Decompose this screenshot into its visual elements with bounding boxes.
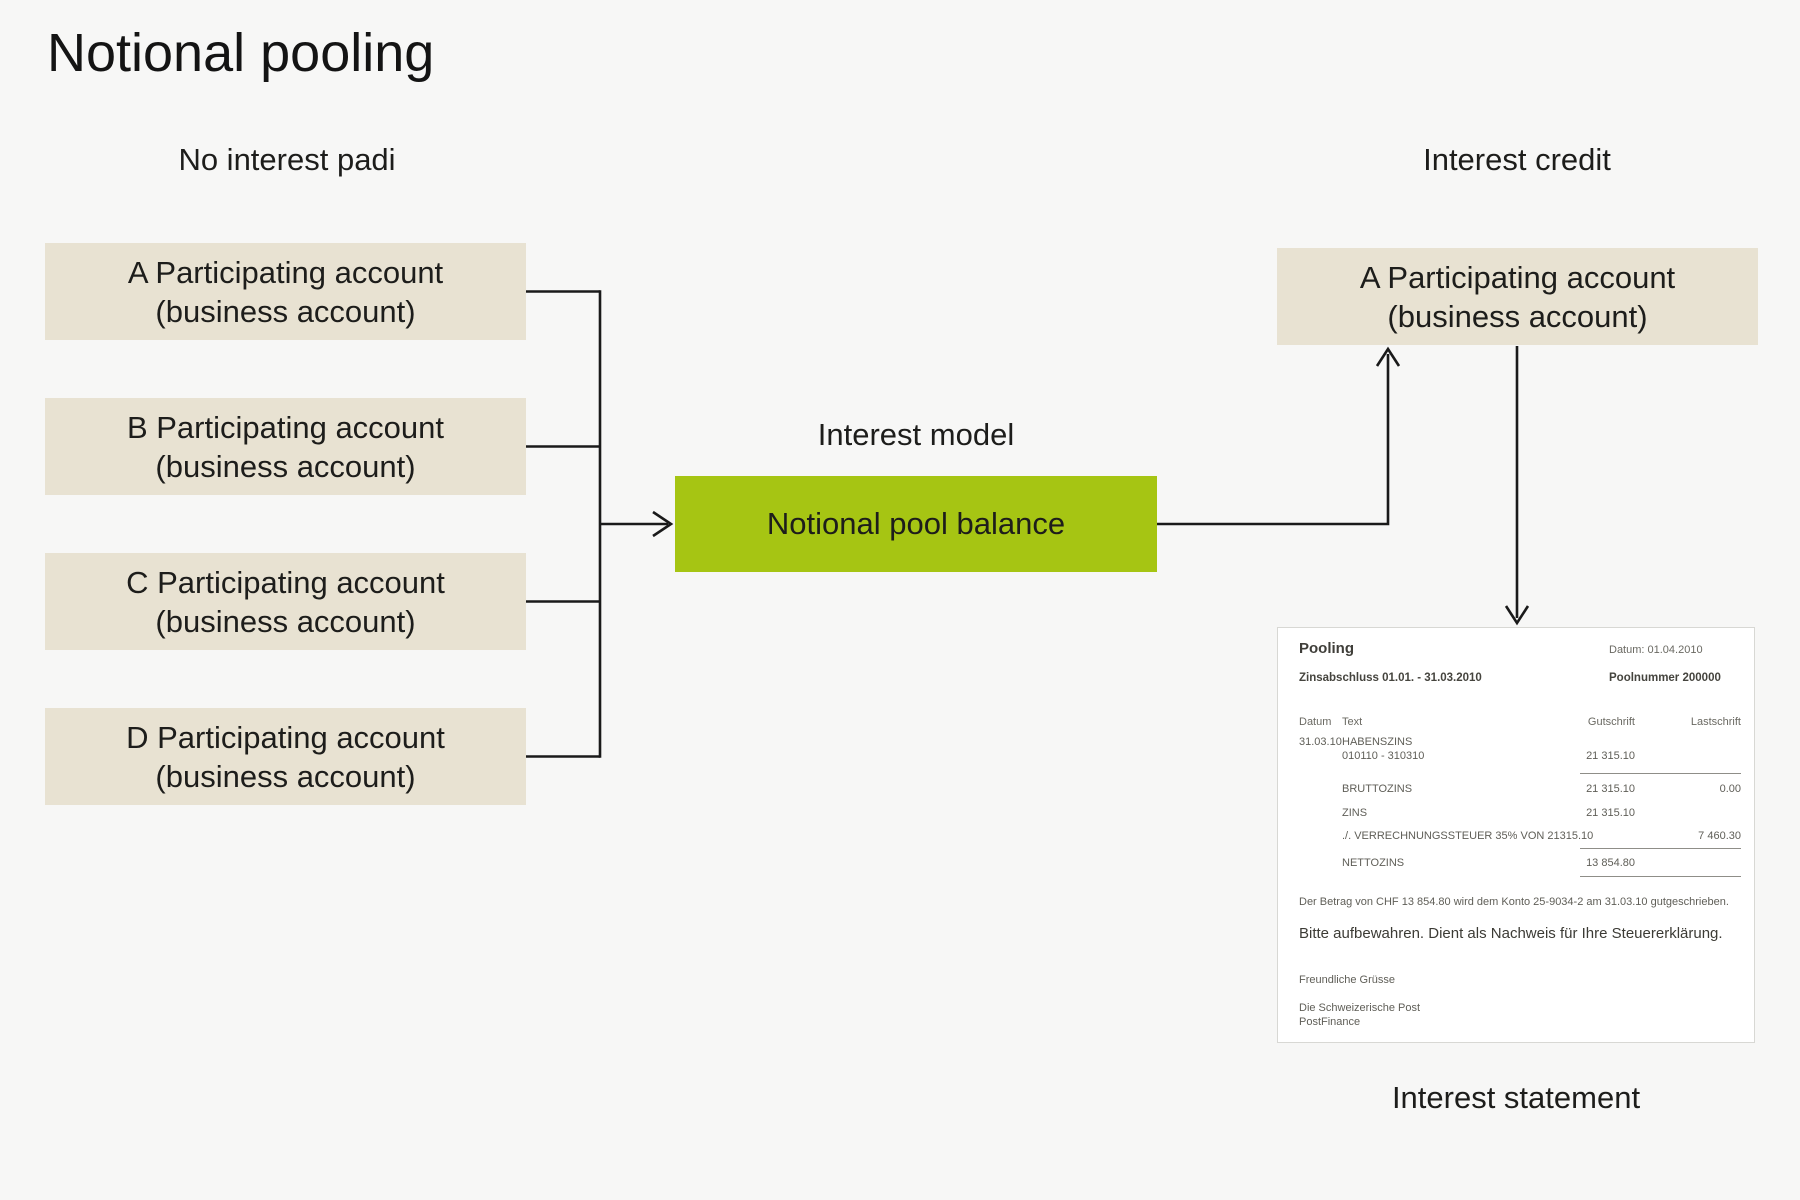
account-box-d-line2: (business account) [155, 758, 416, 794]
account-box-b: B Participating account (business accoun… [45, 398, 526, 495]
row1-text2: 010110 - 310310 [1342, 750, 1425, 762]
rule-2 [1580, 848, 1741, 849]
row2-text: BRUTTOZINS [1342, 783, 1413, 795]
statement-note: Der Betrag von CHF 13 854.80 wird dem Ko… [1299, 896, 1729, 908]
account-box-c-line1: C Participating account [126, 564, 445, 600]
row2-debit: 0.00 [1719, 783, 1741, 795]
statement-date: Datum: 01.04.2010 [1609, 644, 1703, 656]
row3-text: ZINS [1342, 807, 1368, 819]
row1-text: HABENSZINS [1342, 736, 1413, 748]
statement-notice: Bitte aufbewahren. Dient als Nachweis fü… [1299, 925, 1723, 942]
row4-debit: 7 460.30 [1698, 830, 1741, 842]
page-title: Notional pooling [47, 23, 435, 83]
account-box-c-line2: (business account) [155, 603, 416, 639]
account-box-d: D Participating account (business accoun… [45, 708, 526, 805]
rule-1 [1580, 773, 1741, 774]
rule-3 [1580, 876, 1741, 877]
account-box-d-line1: D Participating account [126, 719, 445, 755]
statement-heading: Pooling [1299, 640, 1354, 657]
row2-credit: 21 315.10 [1586, 783, 1635, 795]
account-box-a-line2: (business account) [155, 293, 416, 329]
account-box-c: C Participating account (business accoun… [45, 553, 526, 650]
notional-pool-balance-label: Notional pool balance [766, 506, 1066, 541]
statement-sender-line1: Die Schweizerische Post [1299, 1002, 1421, 1014]
arrow-to-account-shaft [1157, 354, 1390, 526]
account-box-right-a: A Participating account (business accoun… [1277, 248, 1758, 345]
statement-pool-number: Poolnummer 200000 [1609, 672, 1721, 684]
account-box-right-a-line2: (business account) [1387, 298, 1648, 334]
account-box-a: A Participating account (business accoun… [45, 243, 526, 340]
account-box-b-line1: B Participating account [126, 409, 445, 445]
statement-period: Zinsabschluss 01.01. - 31.03.2010 [1299, 672, 1482, 684]
col-header-datum: Datum [1299, 716, 1332, 728]
notional-pool-balance-box: Notional pool balance [675, 476, 1157, 572]
statement-sender-line2: PostFinance [1299, 1016, 1361, 1028]
account-box-b-line2: (business account) [155, 448, 416, 484]
row1-credit: 21 315.10 [1586, 750, 1635, 762]
arrow-to-statement-head [1504, 605, 1530, 626]
label-interest-credit: Interest credit [1423, 142, 1611, 177]
interest-statement-document: Pooling Datum: 01.04.2010 Zinsabschluss … [1277, 627, 1755, 1043]
label-interest-model: Interest model [817, 417, 1015, 452]
arrow-to-account-head [1375, 346, 1401, 367]
col-header-lastschrift: Lastschrift [1690, 716, 1741, 728]
row5-text: NETTOZINS [1342, 857, 1405, 869]
account-box-right-a-line1: A Participating account [1359, 259, 1676, 295]
col-header-gutschrift: Gutschrift [1587, 716, 1635, 728]
col-header-text: Text [1342, 716, 1363, 728]
account-box-a-line1: A Participating account [127, 254, 444, 290]
label-interest-statement: Interest statement [1391, 1080, 1641, 1115]
row1-date: 31.03.10 [1299, 736, 1342, 748]
statement-closing: Freundliche Grüsse [1299, 974, 1395, 986]
row4-text: ./. VERRECHNUNGSSTEUER 35% VON 21315.10 [1342, 830, 1594, 842]
label-no-interest-paid: No interest padi [178, 142, 396, 177]
row5-credit: 13 854.80 [1586, 857, 1635, 869]
arrow-to-pool-head [652, 510, 674, 538]
row3-credit: 21 315.10 [1586, 807, 1635, 819]
